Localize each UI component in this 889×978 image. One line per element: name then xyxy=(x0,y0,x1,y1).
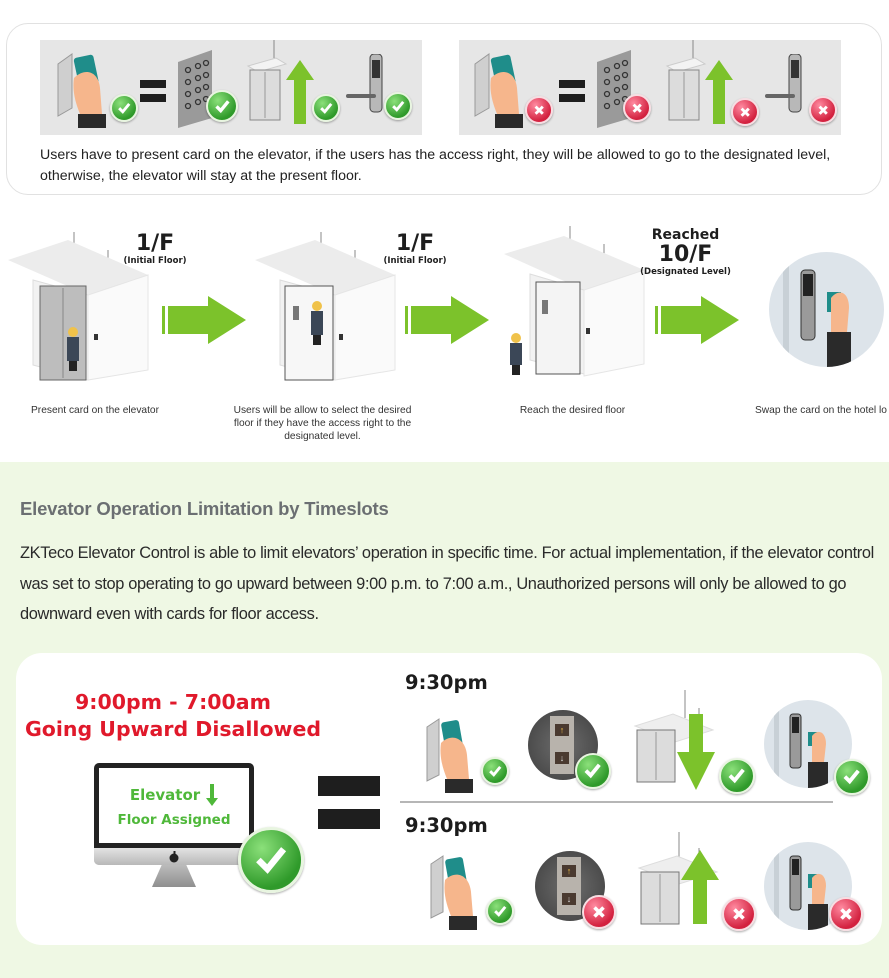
step-caption-1: Present card on the elevator xyxy=(31,405,159,416)
up-button-icon: ↑ xyxy=(562,865,576,877)
section-body: ZKTeco Elevator Control is able to limit… xyxy=(20,544,874,623)
check-icon xyxy=(312,94,340,122)
cross-icon xyxy=(722,897,756,931)
cross-icon xyxy=(525,96,553,124)
rule-heading: 9:00pm - 7:00am Going Upward Disallowed xyxy=(20,689,326,743)
elevator-open-illustration xyxy=(255,230,400,390)
hotel-door-lock-icon xyxy=(763,53,813,129)
screen-line-2: Floor Assigned xyxy=(117,811,231,828)
card-reader-hand-icon xyxy=(429,852,491,939)
access-granted-strip xyxy=(40,40,422,135)
elevator-closed-illustration xyxy=(8,230,153,390)
card-reader-hand-icon xyxy=(425,715,487,802)
section-title: Elevator Operation Limitation by Timeslo… xyxy=(20,498,389,519)
access-rules-caption: Users have to present card on the elevat… xyxy=(40,147,831,184)
step-caption-2: Users will be allow to select the desire… xyxy=(233,405,412,442)
screen-line-1: Elevator xyxy=(129,785,201,804)
keypad-panel-icon xyxy=(595,48,635,133)
check-icon xyxy=(238,827,304,893)
check-icon xyxy=(481,757,509,785)
cross-icon xyxy=(829,897,863,931)
hotel-lock-swipe-icon xyxy=(769,252,884,367)
up-button-icon: ↑ xyxy=(555,724,569,736)
monitor-icon: Elevator Floor Assigned xyxy=(94,763,254,887)
down-button-icon: ↓ xyxy=(555,752,569,764)
check-icon xyxy=(719,758,755,794)
equals-icon xyxy=(559,80,585,102)
scenario-divider xyxy=(400,801,833,803)
elevator-up-icon xyxy=(246,40,324,133)
cross-icon xyxy=(623,94,651,122)
equals-icon xyxy=(140,80,166,102)
check-icon xyxy=(834,759,870,795)
hotel-door-lock-icon xyxy=(344,53,394,129)
floor-label-step-1: 1/F (Initial Floor) xyxy=(123,231,187,267)
check-icon xyxy=(575,753,611,789)
elevator-arrived-illustration xyxy=(500,224,645,389)
card-reader-hand-icon xyxy=(54,48,124,135)
keypad-panel-icon xyxy=(176,48,216,133)
arrow-right-icon xyxy=(655,296,739,344)
cross-icon xyxy=(731,98,759,126)
step-caption-3: Reach the desired floor xyxy=(519,405,626,416)
arrow-down-icon xyxy=(206,783,219,806)
scenario-time-1: 9:30pm xyxy=(405,671,488,694)
check-icon xyxy=(206,90,238,122)
check-icon xyxy=(110,94,138,122)
floor-label-step-2: 1/F (Initial Floor) xyxy=(383,231,447,267)
floor-label-step-3: Reached 10/F (Designated Level) xyxy=(640,227,731,277)
arrow-right-icon xyxy=(405,296,489,344)
elevator-up-icon xyxy=(665,40,743,133)
rule-time: 9:00pm - 7:00am xyxy=(75,690,271,714)
check-icon xyxy=(486,897,514,925)
down-button-icon: ↓ xyxy=(562,893,576,905)
hotel-lock-swipe-icon xyxy=(764,700,852,788)
cross-icon xyxy=(809,96,837,124)
equals-icon xyxy=(318,776,380,829)
check-icon xyxy=(384,92,412,120)
elevator-up-icon xyxy=(637,832,727,937)
apple-logo-icon xyxy=(169,851,179,863)
card-reader-hand-icon xyxy=(471,48,541,135)
cross-icon xyxy=(582,895,616,929)
elevator-buttons-icon: ↑ ↓ xyxy=(535,851,605,921)
access-denied-strip xyxy=(459,40,841,135)
scenario-time-2: 9:30pm xyxy=(405,814,488,837)
step-caption-4: Swap the card on the hotel lo xyxy=(755,405,887,416)
arrow-right-icon xyxy=(162,296,246,344)
elevator-down-icon xyxy=(633,690,723,795)
rule-text: Going Upward Disallowed xyxy=(24,717,322,741)
